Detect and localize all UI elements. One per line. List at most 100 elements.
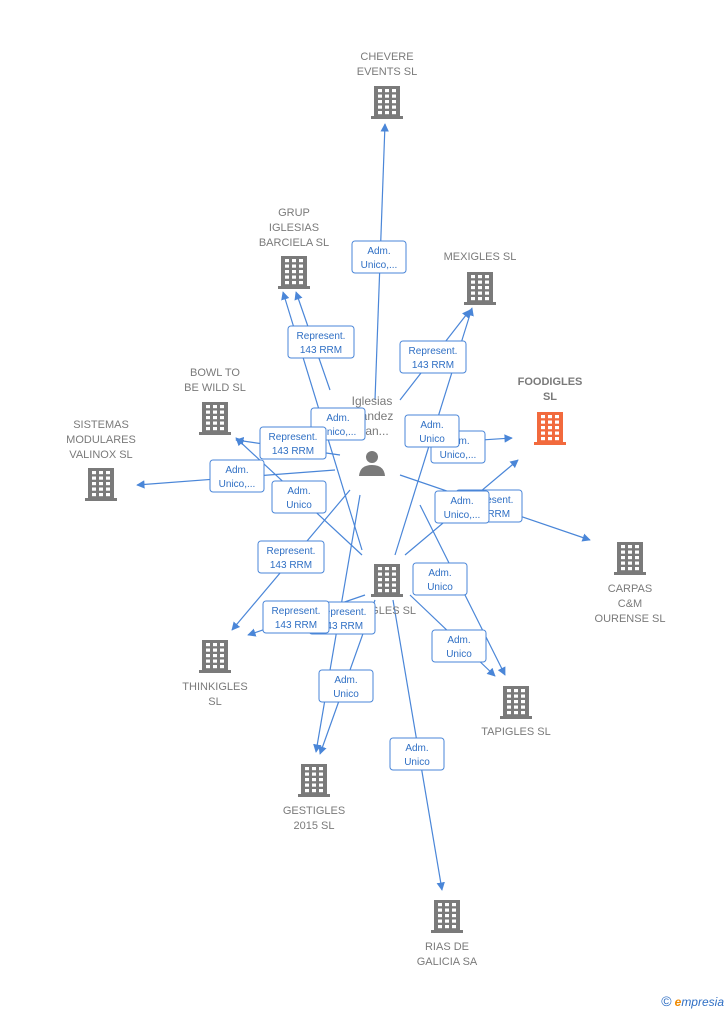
relation-label-text: Unico [427, 582, 453, 593]
building-icon [534, 412, 566, 445]
relation-label[interactable]: Adm. Unico [318, 669, 374, 703]
relation-label[interactable]: Adm. Unico,... [209, 459, 265, 493]
relation-label-text: Adm. [287, 486, 310, 497]
building-icon [431, 900, 463, 933]
relation-label-text: Unico [404, 757, 430, 768]
relation-label-text: Represent. [267, 546, 316, 557]
company-node-grup[interactable]: GRUP IGLESIAS BARCIELA SL [259, 207, 329, 289]
relation-label[interactable]: Adm.Unico,... [434, 490, 490, 524]
building-icon [371, 86, 403, 119]
company-label: GALICIA SA [417, 956, 478, 968]
company-label: BARCIELA SL [259, 237, 329, 249]
company-node-rias[interactable]: RIAS DE GALICIA SA [417, 900, 478, 968]
company-label: 2015 SL [294, 820, 335, 832]
relation-label-text: Unico [446, 649, 472, 660]
company-label: BOWL TO [190, 367, 240, 379]
company-label: GRUP [278, 207, 310, 219]
company-label: SISTEMAS [73, 419, 129, 431]
building-icon [298, 764, 330, 797]
relation-label-text: Unico [419, 434, 445, 445]
relation-label[interactable]: Represent.143 RRM [259, 426, 327, 460]
company-label: TAPIGLES SL [481, 726, 551, 738]
building-icon [371, 564, 403, 597]
relation-label[interactable]: Represent. 143 RRM [262, 600, 330, 634]
relation-label-text: Unico [333, 689, 359, 700]
relation-label-text: Adm. [405, 743, 428, 754]
relation-label-text: Unico,... [361, 260, 398, 271]
company-node-mexigles[interactable]: MEXIGLES SL [444, 251, 517, 305]
relation-label-text: 143 RRM [321, 621, 363, 632]
relation-label-text: Adm. [225, 465, 248, 476]
building-icon [464, 272, 496, 305]
relation-label-text: Adm. [447, 635, 470, 646]
relation-label-text: 143 RRM [275, 620, 317, 631]
building-icon [500, 686, 532, 719]
person-label: Iglesias [352, 394, 393, 408]
relation-label-text: 143 RRM [300, 345, 342, 356]
company-node-gestigles[interactable]: GESTIGLES 2015 SL [283, 764, 345, 832]
company-label: C&M [618, 598, 642, 610]
relation-label-text: 143 RRM [412, 360, 454, 371]
relation-label-text: Unico [286, 500, 312, 511]
company-node-sistemas[interactable]: SISTEMAS MODULARES VALINOX SL [66, 419, 136, 501]
company-label: CARPAS [608, 583, 652, 595]
relation-label[interactable]: Adm. Unico [389, 737, 445, 771]
company-label: GESTIGLES [283, 805, 345, 817]
brand-footer[interactable]: ©empresia [661, 993, 724, 1009]
company-label: SL [543, 391, 557, 403]
company-label: FOODIGLES [518, 376, 583, 388]
relation-label[interactable]: Represent. 143 RRM [399, 340, 467, 374]
building-icon [85, 468, 117, 501]
company-label: BE WILD SL [184, 382, 246, 394]
relation-label-text: Adm. [428, 568, 451, 579]
company-node-bowl[interactable]: BOWL TO BE WILD SL [184, 367, 246, 435]
relation-label[interactable]: Represent. 143 RRM [257, 540, 325, 574]
relation-label[interactable]: Adm. Unico,... [351, 240, 407, 274]
relation-label-text: Unico,... [219, 479, 256, 490]
company-label: EVENTS SL [357, 66, 418, 78]
relation-label-text: Unico,... [440, 450, 477, 461]
relation-label-text: Adm. [420, 420, 443, 431]
company-label: IGLESIAS [269, 222, 319, 234]
company-label: MODULARES [66, 434, 136, 446]
company-label: OURENSE SL [595, 613, 666, 625]
company-label: CHEVERE [360, 51, 413, 63]
company-node-tapigles[interactable]: TAPIGLES SL [481, 686, 551, 738]
relation-label[interactable]: Adm. Unico [431, 629, 487, 663]
building-icon [199, 402, 231, 435]
relation-label-text: Unico,... [444, 510, 481, 521]
relation-label[interactable]: Adm. Unico [412, 562, 468, 596]
relation-label-text: Adm. [367, 246, 390, 257]
brand-logo-initial: e [674, 995, 682, 1009]
company-label: MEXIGLES SL [444, 251, 517, 263]
person-icon [359, 451, 385, 476]
building-icon [278, 256, 310, 289]
relation-label[interactable]: Adm. Unico [271, 480, 327, 514]
relation-label-text: Adm. [334, 675, 357, 686]
company-label: SL [208, 696, 221, 708]
company-node-carpas[interactable]: CARPAS C&M OURENSE SL [595, 542, 666, 625]
relation-label-text: Represent. [297, 331, 346, 342]
company-label: RIAS DE [425, 941, 469, 953]
building-icon [199, 640, 231, 673]
copyright-icon: © [661, 993, 672, 1009]
relation-label-text: 143 RRM [272, 446, 314, 457]
building-icon [614, 542, 646, 575]
relation-label-text: 143 RRM [270, 560, 312, 571]
nodes-layer: CHEVERE EVENTS SL GRUP IGLESIAS BARCIELA SL M… [66, 51, 665, 968]
relation-label[interactable]: Represent. 143 RRM [287, 325, 355, 359]
company-label: VALINOX SL [69, 449, 132, 461]
relation-label-text: Represent. [318, 607, 367, 618]
relation-label-text: Unico,... [320, 427, 357, 438]
company-node-foodigles[interactable]: FOODIGLES SL [518, 376, 583, 445]
relation-label-text: Represent. [272, 606, 321, 617]
brand-logo-text: mpresia [681, 995, 724, 1009]
company-node-chevere[interactable]: CHEVERE EVENTS SL [357, 51, 418, 119]
relation-label-text: Represent. [409, 346, 458, 357]
relation-label[interactable]: Adm. Unico [404, 414, 460, 448]
relation-label-text: Adm. [326, 413, 349, 424]
